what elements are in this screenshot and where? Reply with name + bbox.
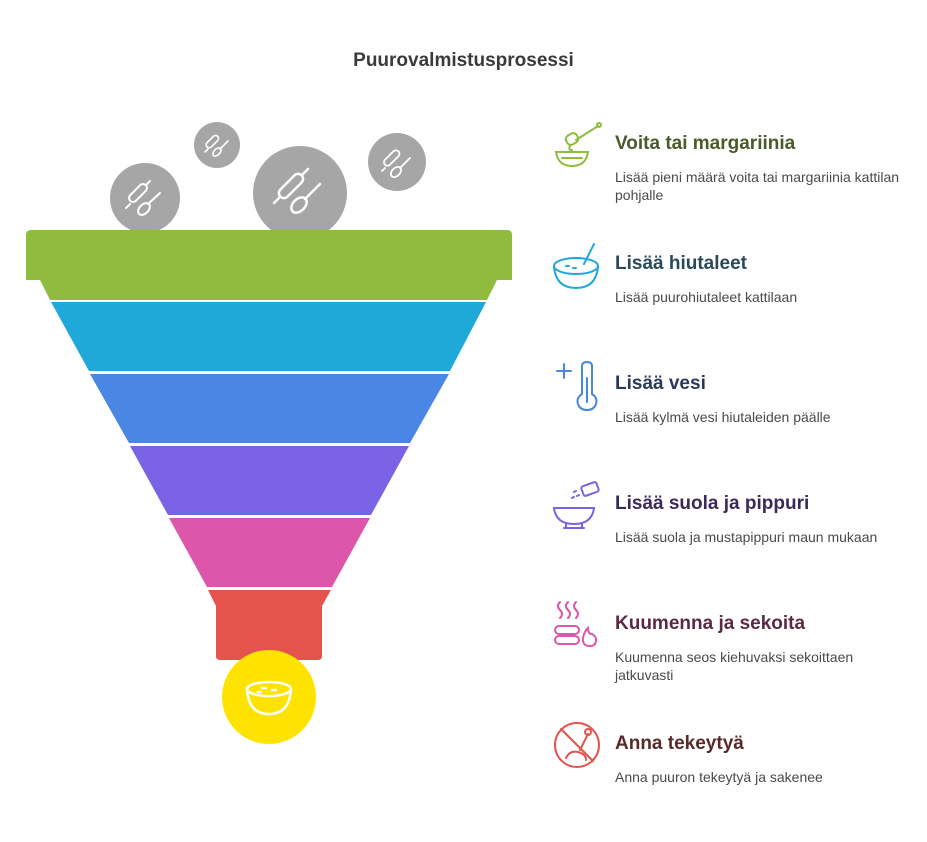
step-description: Lisää pieni määrä voita tai margariinia … [615, 169, 900, 203]
step-description: Lisää kylmä vesi hiutaleiden päälle [615, 409, 831, 425]
utensils-circle-small [194, 122, 240, 168]
step-heading: Lisää hiutaleet [615, 253, 747, 274]
honey-dipper-bowl-icon [554, 122, 602, 168]
funnel-band-1 [26, 230, 512, 300]
step-description: Anna puuron tekeytyä ja sakenee [615, 769, 823, 785]
rolling-pin-whisk-icon [272, 167, 322, 214]
funnel-band-5 [169, 518, 370, 587]
funnel-diagram [26, 122, 512, 744]
step-heading: Kuumenna ja sekoita [615, 613, 806, 634]
funnel-band-6 [208, 590, 331, 660]
step-description: Lisää suola ja mustapippuri maun mukaan [615, 529, 878, 545]
rolling-pin-whisk-icon [204, 134, 229, 157]
utensils-circle-left [110, 163, 180, 233]
utensils-circle-large [253, 146, 347, 240]
step-heading: Lisää vesi [615, 373, 706, 394]
funnel-band-2 [51, 302, 486, 371]
bowl-with-spoon-icon [553, 243, 599, 290]
salt-shaker-bowl-icon [552, 481, 600, 529]
steaming-pot-flame-icon [554, 601, 598, 648]
thermometer-icon [556, 360, 598, 412]
step-heading: Voita tai margariinia [615, 133, 796, 154]
output-circle [222, 650, 316, 744]
step-heading: Anna tekeytyä [615, 733, 744, 754]
rolling-pin-whisk-icon [125, 180, 161, 216]
rolling-pin-whisk-icon [381, 149, 411, 178]
no-stirring-icon [554, 722, 600, 768]
porridge-bowl-icon [245, 680, 293, 716]
step-description: Lisää puurohiutaleet kattilaan [615, 289, 798, 305]
diagram-title: Puurovalmistusprosessi [353, 50, 574, 71]
utensils-circle-right [368, 133, 426, 191]
funnel-band-3 [90, 374, 449, 443]
step-heading: Lisää suola ja pippuri [615, 493, 810, 514]
funnel-bands [26, 230, 512, 660]
funnel-band-4 [130, 446, 409, 515]
step-description: Kuumenna seos kiehuvaksi sekoittaen jatk… [615, 649, 854, 683]
